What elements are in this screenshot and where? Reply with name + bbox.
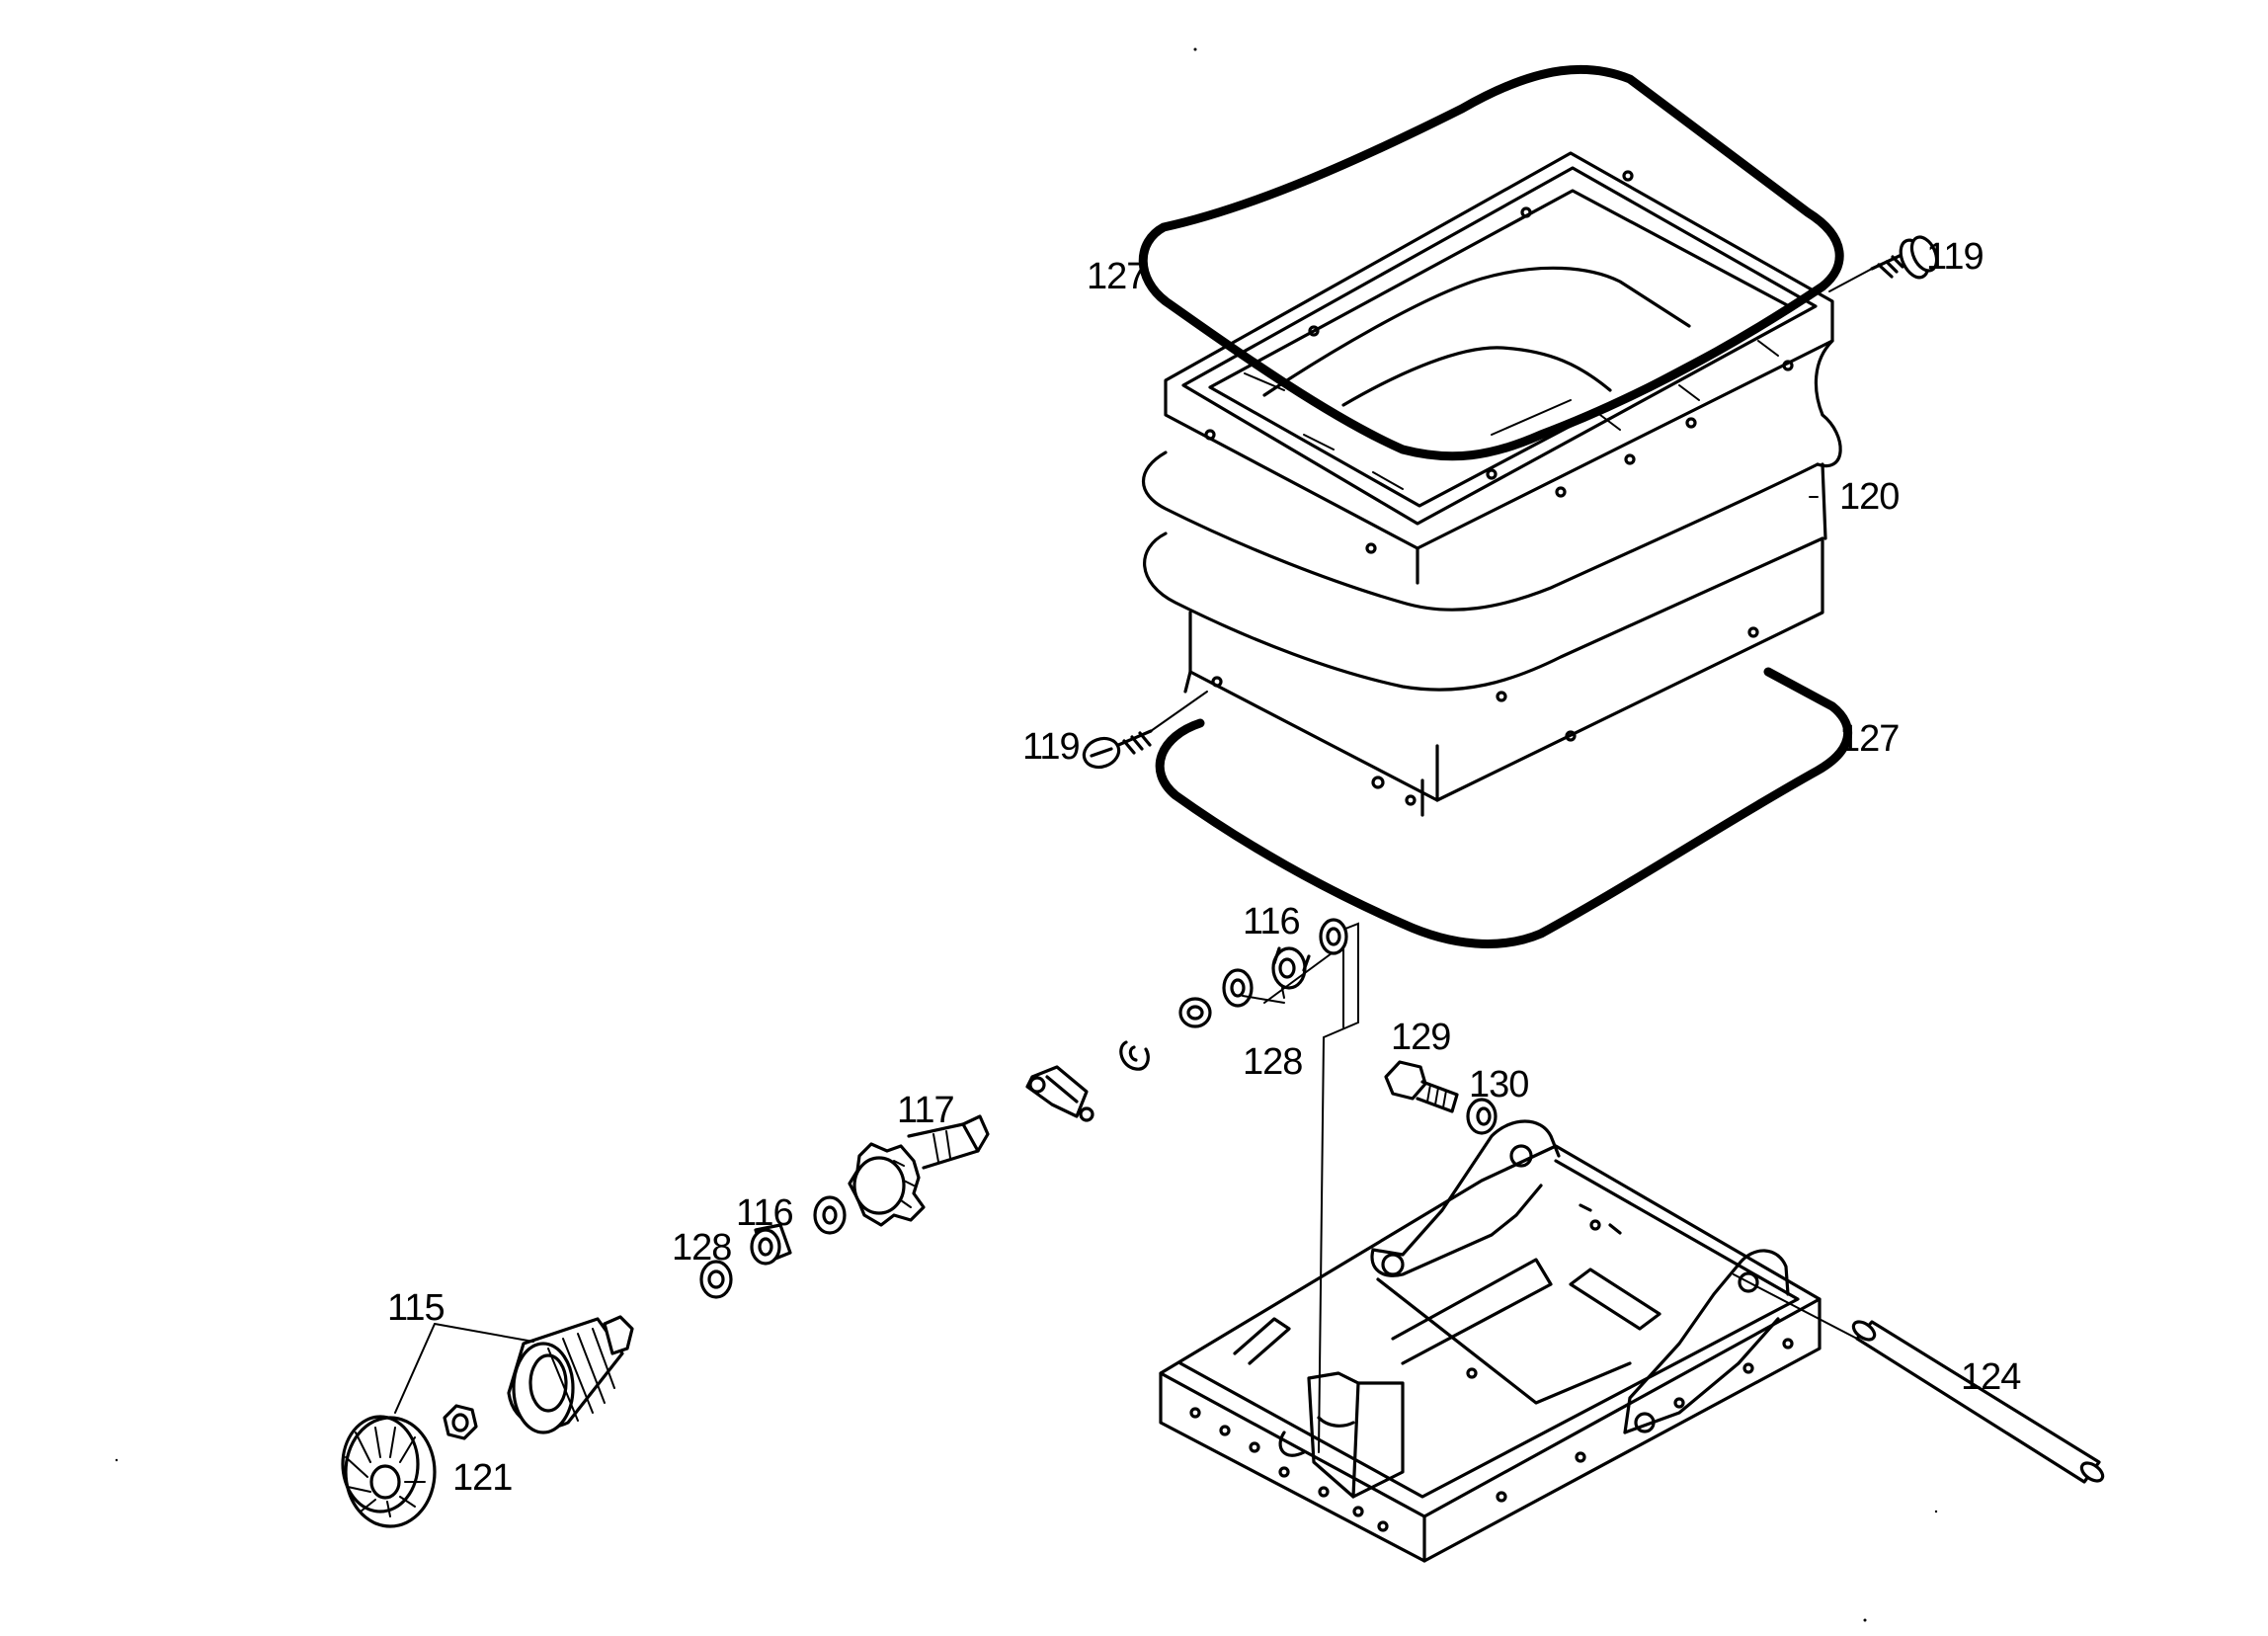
callout-116-lower: 116 [736,1192,793,1234]
washer-128-lower-right [813,1195,847,1235]
screw-119-lower [1082,691,1208,770]
callout-120: 120 [1839,476,1899,518]
callout-116-upper: 116 [1243,901,1300,942]
callout-115: 115 [387,1287,445,1329]
callout-128-upper: 128 [1243,1041,1302,1083]
gasket-127-lower [1155,667,1853,948]
spindle-117 [848,1114,990,1227]
seat-base-frame [1159,1119,1822,1563]
callout-124: 124 [1961,1356,2021,1398]
callout-117: 117 [897,1090,954,1131]
callout-130: 130 [1469,1064,1528,1105]
knob-cone-115 [507,1315,634,1434]
callout-119-lower: 119 [1022,726,1080,768]
leader-lines [394,496,1819,1414]
bellows-frame-120 [1141,151,1842,817]
bolt-129 [1384,1060,1459,1113]
knob-cap-115 [341,1415,437,1528]
callout-127-upper: 127 [1087,256,1146,297]
callout-128-lower: 128 [672,1227,731,1268]
screw-119-upper [1828,235,1939,292]
washer-128-upper-right [1319,918,1348,955]
callout-121: 121 [452,1457,512,1499]
retaining-clip [1119,1040,1150,1071]
callout-119-upper: 119 [1926,236,1984,278]
gasket-127-upper [1138,64,1844,461]
nut-121 [443,1404,478,1440]
bushing-116-lower [750,1223,792,1266]
pin-124 [1733,1273,2105,1484]
washer-128-upper-mid [1222,968,1254,1008]
axis-line-upper [1318,922,1359,1453]
callout-127-lower: 127 [1839,718,1899,760]
washer-128-lower-left [699,1260,733,1299]
washer-130 [1466,1098,1498,1135]
adjuster-block [1025,1065,1094,1122]
callout-129: 129 [1391,1017,1450,1058]
washer-128-upper-left [1178,997,1212,1028]
